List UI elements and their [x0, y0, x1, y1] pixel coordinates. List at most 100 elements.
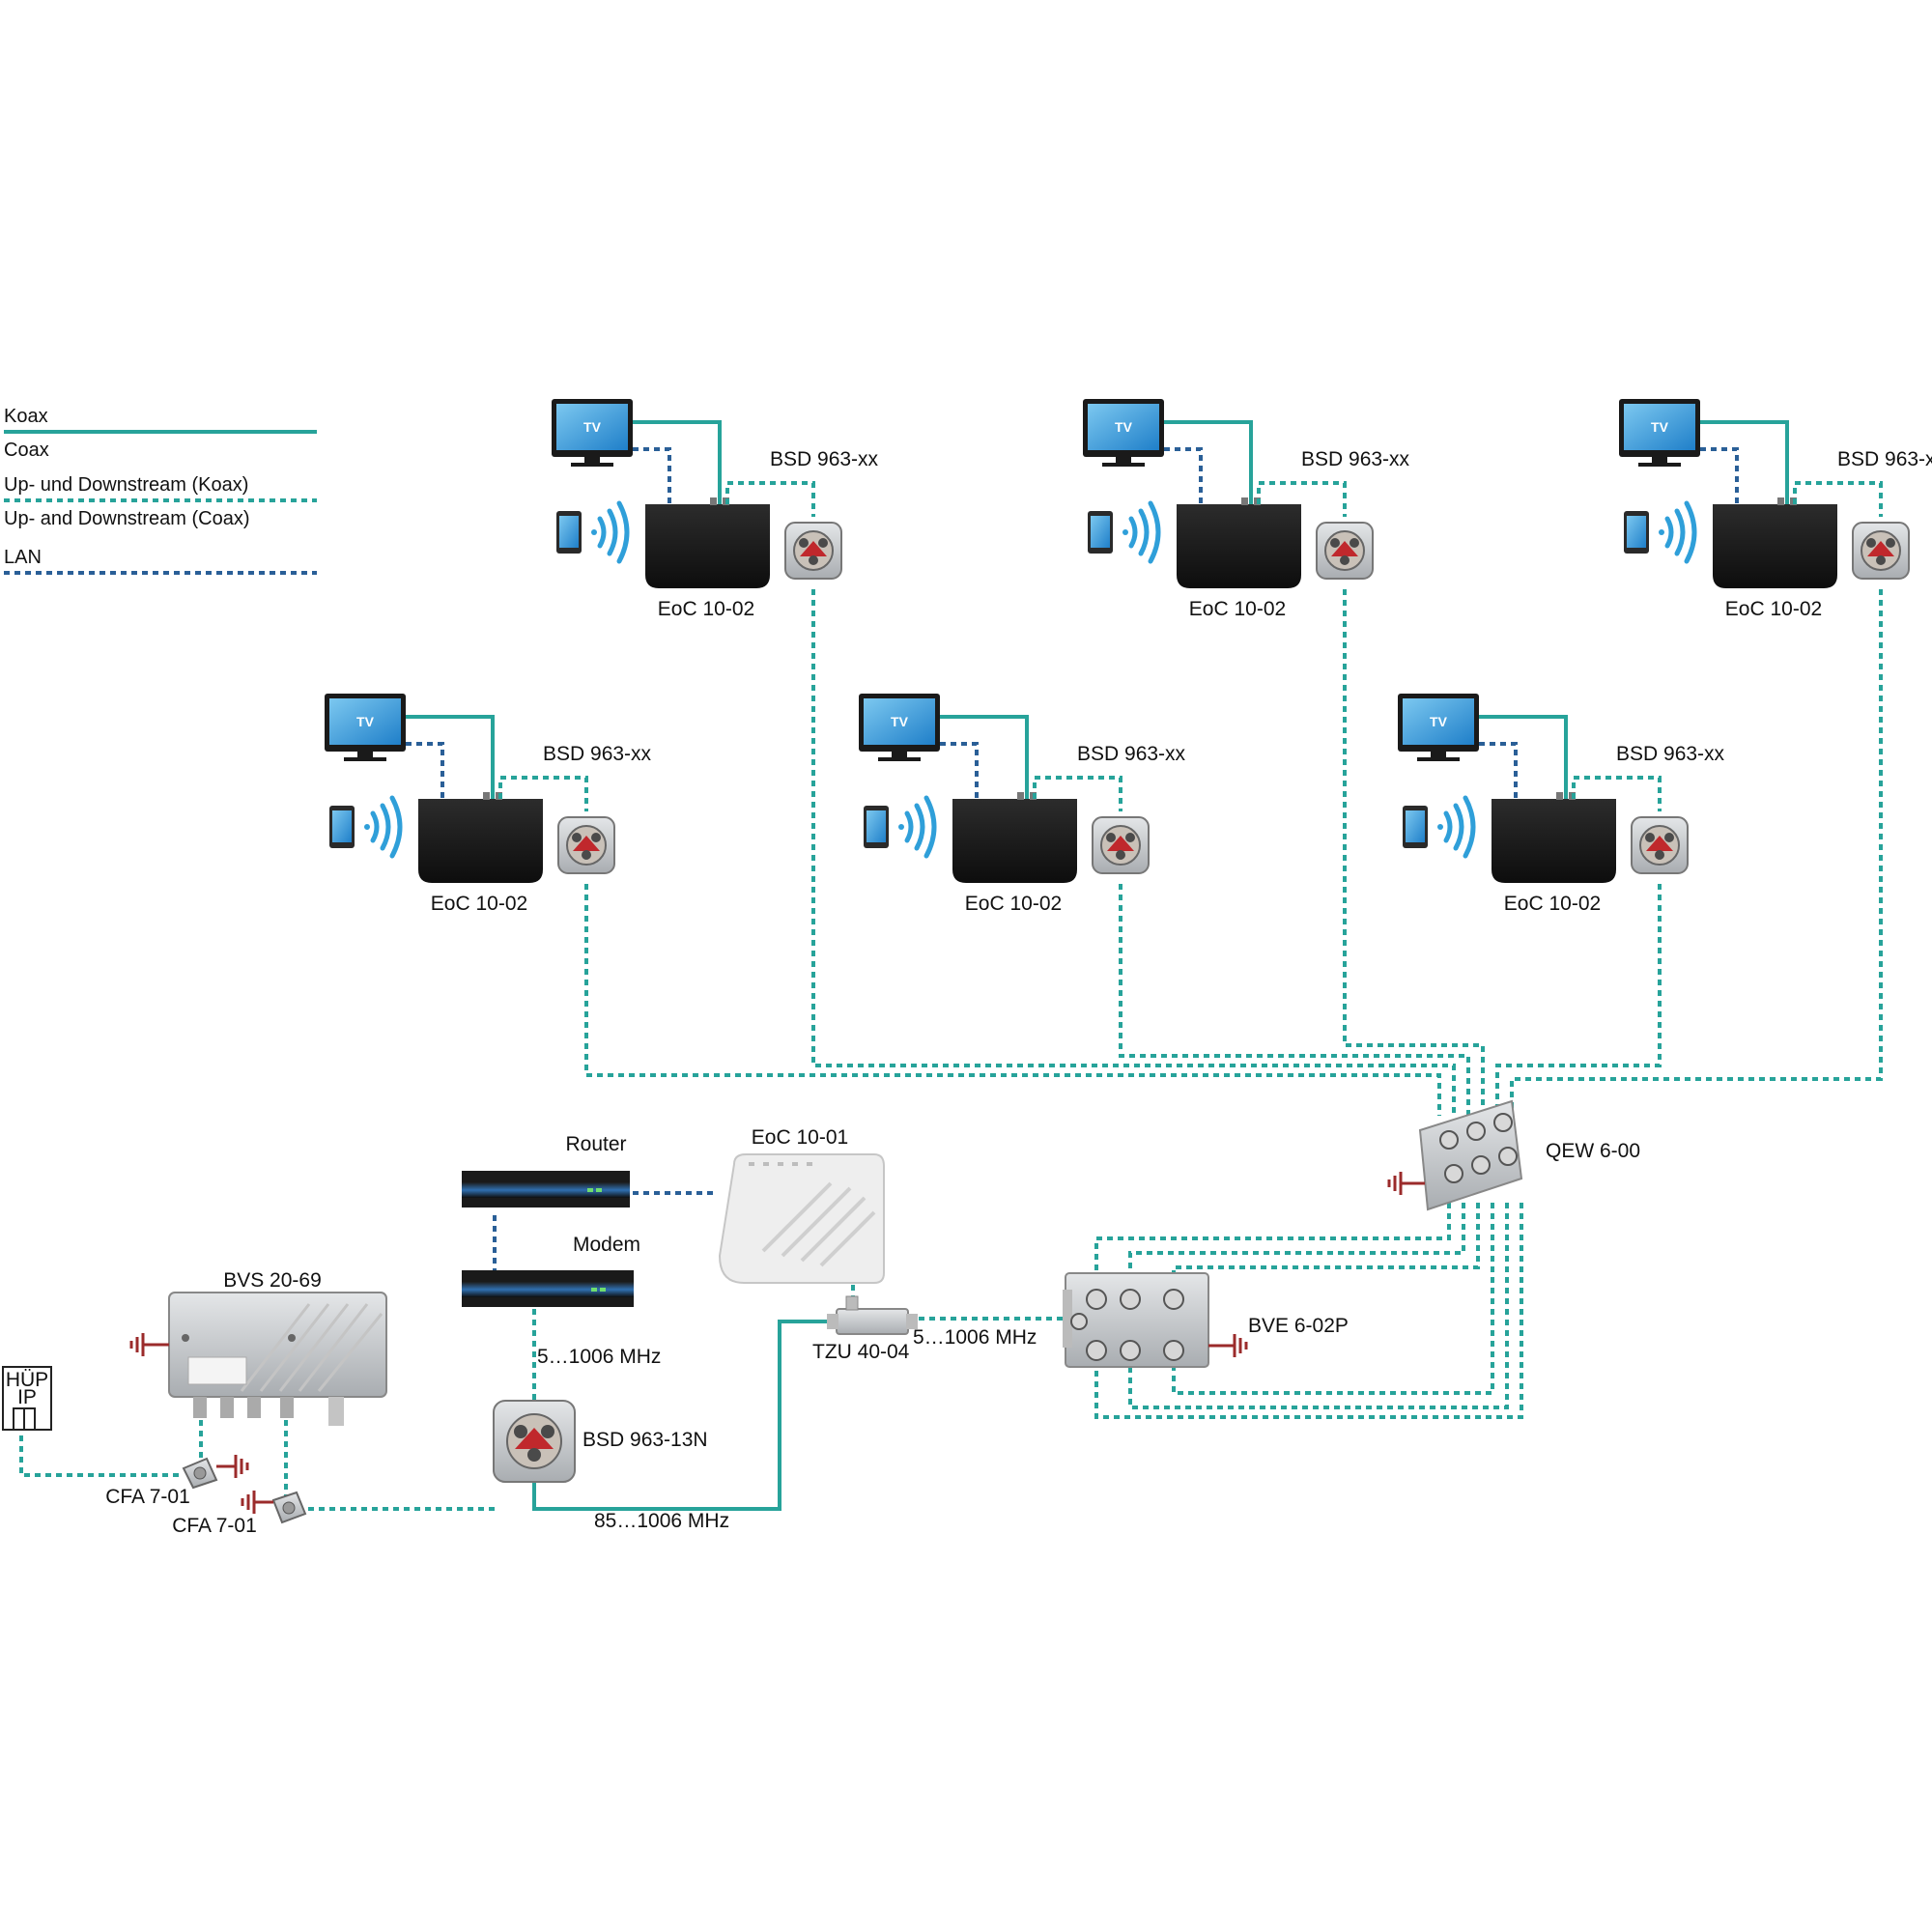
- tv-label: TV: [1651, 419, 1669, 435]
- freq-coax-label: 85…1006 MHz: [594, 1510, 729, 1532]
- trunk-unit-2: [1343, 589, 1485, 1116]
- socket-label: BSD 963-xx: [770, 448, 879, 470]
- modem-label: Modem: [573, 1234, 640, 1256]
- qew-bve-5: [1128, 1203, 1509, 1409]
- eoc-socket-cable: [1257, 481, 1347, 517]
- tv-icon: TV: [325, 694, 406, 761]
- tv-coax-cable: [940, 715, 1029, 799]
- socket-label: BSD 963-xx: [543, 743, 652, 765]
- socket-label: BSD 963-xx: [1837, 448, 1932, 470]
- eoc-client-box: [418, 792, 543, 883]
- cfa-1-label: CFA 7-01: [105, 1486, 190, 1508]
- tv-icon: TV: [1398, 694, 1479, 761]
- eoc-master-device: [718, 1153, 885, 1284]
- socket-main-label: BSD 963-13N: [582, 1429, 708, 1451]
- tv-lan-cable: [1479, 742, 1518, 799]
- main-coax-cable: [532, 1320, 836, 1511]
- ground-symbol: [1208, 1334, 1248, 1357]
- modem-device: [462, 1270, 634, 1307]
- tv-coax-cable: [633, 420, 722, 504]
- eoc-label: EoC 10-02: [431, 893, 527, 915]
- tv-coax-cable: [406, 715, 495, 799]
- eoc-client-box: [1177, 497, 1301, 588]
- ground-symbol: [241, 1491, 273, 1514]
- tv-icon: TV: [1619, 399, 1700, 467]
- cfa-2-label: CFA 7-01: [172, 1515, 257, 1537]
- tv-lan-cable: [633, 447, 671, 504]
- diplexer-tzu: [827, 1295, 918, 1335]
- tv-coax-cable: [1479, 715, 1568, 799]
- legend-updown-de: Up- und Downstream (Koax): [4, 474, 248, 496]
- tablet-icon: [864, 806, 889, 848]
- tv-lan-cable: [1164, 447, 1203, 504]
- wall-socket-icon: [1852, 522, 1910, 580]
- tzu-label: TZU 40-04: [812, 1341, 910, 1363]
- legend-lan: LAN: [4, 547, 42, 568]
- eoc-label: EoC 10-02: [1504, 893, 1601, 915]
- trunk-unit-3: [1510, 589, 1883, 1116]
- tv-icon: TV: [552, 399, 633, 467]
- hup-box: [2, 1366, 52, 1431]
- tv-icon: TV: [1083, 399, 1164, 467]
- trunk-unit-6: [1495, 884, 1662, 1116]
- router-label: Router: [565, 1133, 626, 1155]
- bvs-label: BVS 20-69: [223, 1269, 322, 1292]
- trunk-unit-5: [1119, 884, 1470, 1116]
- hup-label-line1: HÜP: [6, 1369, 48, 1391]
- tv-icon: TV: [859, 694, 940, 761]
- legend-koax-en: Coax: [4, 440, 49, 461]
- tablet-icon: [556, 511, 582, 554]
- trunk-unit-4: [584, 884, 1441, 1116]
- tv-label: TV: [1430, 714, 1448, 729]
- tablet-icon: [1624, 511, 1649, 554]
- splitter-bve: [1063, 1272, 1209, 1368]
- eoc-label: EoC 10-02: [658, 598, 754, 620]
- tv-lan-cable: [1700, 447, 1739, 504]
- freq-modem-label: 5…1006 MHz: [537, 1346, 661, 1368]
- legend-updown-en: Up- and Downstream (Coax): [4, 508, 250, 529]
- eoc-client-box: [1492, 792, 1616, 883]
- eoc-socket-cable: [1793, 481, 1883, 517]
- tv-label: TV: [1115, 419, 1133, 435]
- wall-socket-icon: [557, 816, 615, 874]
- freq-diplexer-label: 5…1006 MHz: [913, 1326, 1037, 1349]
- tablet-icon: [1088, 511, 1113, 554]
- qew-bve-2: [1128, 1203, 1465, 1285]
- wall-socket-icon: [784, 522, 842, 580]
- customer-unit: TV BSD 963-xx EoC 10-02: [859, 694, 1186, 915]
- legend-koax-de: Koax: [4, 406, 48, 427]
- qew-bve-6: [1094, 1203, 1523, 1419]
- wifi-icon: [364, 795, 403, 859]
- eoc-client-box: [1713, 497, 1837, 588]
- amplifier-bvs: [168, 1292, 387, 1426]
- wall-socket-icon: [1631, 816, 1689, 874]
- tv-label: TV: [583, 419, 602, 435]
- socket-label: BSD 963-xx: [1301, 448, 1410, 470]
- hup-label-line2: IP: [17, 1386, 37, 1408]
- tv-coax-cable: [1164, 420, 1253, 504]
- eoc-client-box: [645, 497, 770, 588]
- qew-label: QEW 6-00: [1546, 1140, 1640, 1162]
- socket-label: BSD 963-xx: [1616, 743, 1725, 765]
- customer-unit: TV BSD 963-xx EoC 10-02: [325, 694, 652, 915]
- ground-block-qew: [1418, 1099, 1523, 1211]
- eoc-socket-cable: [498, 776, 588, 811]
- router-device: [462, 1171, 630, 1208]
- customer-unit: TV BSD 963-xx EoC 10-02: [1083, 399, 1410, 620]
- ground-symbol: [216, 1455, 249, 1478]
- hup-cfa-cable: [19, 1425, 179, 1477]
- socket-label: BSD 963-xx: [1077, 743, 1186, 765]
- trunk-unit-1: [811, 589, 1456, 1116]
- wall-socket-icon: [1092, 816, 1150, 874]
- eoc-socket-cable: [1033, 776, 1122, 811]
- wifi-icon: [1122, 500, 1161, 564]
- eoc-socket-cable: [725, 481, 815, 517]
- legend: Koax Coax Up- und Downstream (Koax) Up- …: [4, 406, 317, 575]
- customer-unit: TV BSD 963-xx EoC 10-02: [552, 399, 879, 620]
- tablet-icon: [329, 806, 355, 848]
- eoc-label: EoC 10-02: [965, 893, 1062, 915]
- customer-unit: TV BSD 963-xx EoC 10-02: [1619, 399, 1932, 620]
- customer-unit: TV BSD 963-xx EoC 10-02: [1398, 694, 1725, 915]
- wall-socket-icon: [493, 1400, 576, 1483]
